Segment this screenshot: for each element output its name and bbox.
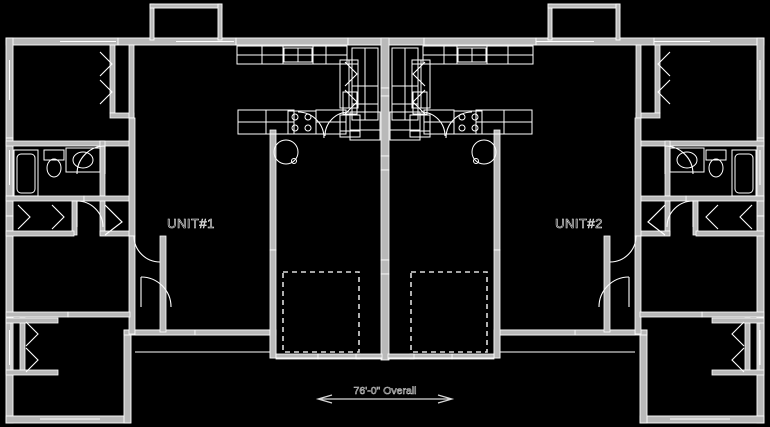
center-closets [349, 47, 421, 141]
garage-outline-left [282, 271, 360, 353]
bath-fixtures-unit-2 [669, 147, 757, 197]
dashed-outline-regions [282, 271, 488, 353]
party-wall-center [380, 37, 390, 361]
entry-doors [104, 204, 666, 236]
unit-2-label: UNIT#2 [555, 216, 603, 231]
bifold-closet-doors [17, 51, 753, 373]
kitchen-cabinets-unit-2 [409, 45, 534, 165]
bath-fixtures-unit-1 [13, 147, 101, 197]
overall-dimension-line [315, 394, 455, 404]
floor-edge-lines [135, 351, 635, 359]
interior-walls-unit-2 [493, 44, 765, 376]
great-room-walls [269, 129, 501, 360]
window-openings [9, 41, 761, 420]
interior-walls-unit-1 [5, 44, 277, 376]
garage-outline-right [410, 271, 488, 353]
door-swings [76, 111, 694, 308]
plan-text-labels: UNIT#1 UNIT#2 76'-0" Overall [167, 216, 603, 398]
unit-1-label: UNIT#1 [167, 216, 215, 231]
overall-dimension-label: 76'-0" Overall [354, 385, 417, 397]
